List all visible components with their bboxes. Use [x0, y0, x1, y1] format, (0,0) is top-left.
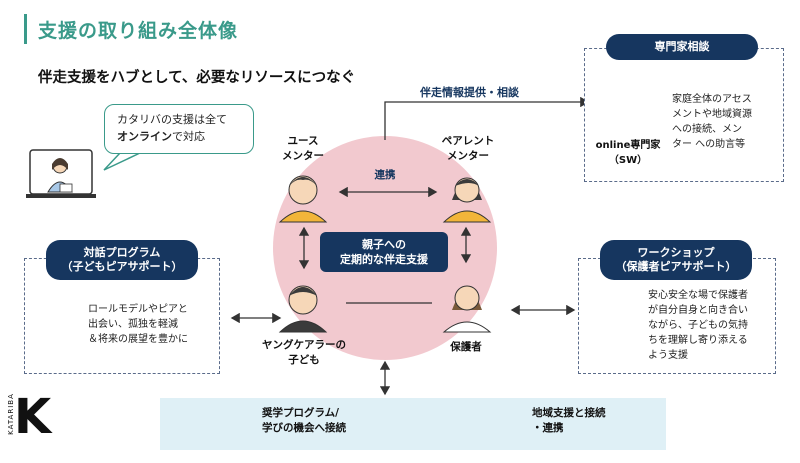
hub-label: 親子への 定期的な伴走支援	[320, 232, 448, 272]
kataribo-logo-letter: K	[14, 389, 52, 445]
regional-label: 地域支援と接続 ・連携	[532, 407, 606, 434]
page-subtitle: 伴走支援をハブとして、必要なリソースにつなぐ	[38, 70, 356, 86]
link-label: 連携	[374, 169, 396, 181]
youth-mentor-label: ユース メンター	[282, 135, 324, 162]
youth-mentor-icon	[278, 175, 328, 223]
expert-name: online専門家 （SW）	[595, 140, 661, 166]
top-arrow	[384, 96, 590, 140]
bubble-line2: で対応	[172, 130, 205, 143]
parent-mentor-label: ペアレント メンター	[441, 135, 495, 162]
workshop-desc: 安心安全な場で保護者 が自分自身と向き合い ながら、子どもの気持 ちを理解し寄り…	[648, 290, 748, 361]
top-arrow-label: 伴走情報提供・相談	[420, 86, 519, 99]
kataribo-logo-text: KATARIBA	[6, 393, 15, 435]
bottom-band	[160, 398, 666, 450]
dialogue-pill: 対話プログラム （子どもピアサポート）	[46, 240, 198, 280]
dialogue-desc: ロールモデルやピアと 出会い、孤独を軽減 ＆将来の展望を豊かに	[88, 304, 188, 345]
title-accent-bar	[24, 14, 27, 44]
online-bubble: カタリバの支援は全て オンラインで対応	[104, 104, 254, 154]
parent-mentor-icon	[442, 177, 492, 223]
workshop-pill: ワークショップ （保護者ピアサポート）	[600, 240, 752, 280]
bubble-tail	[103, 152, 141, 171]
scholarship-label: 奨学プログラム/ 学びの機会へ接続	[262, 407, 346, 434]
expert-box	[584, 48, 784, 182]
young-carer-icon	[278, 285, 328, 333]
bubble-highlight: オンライン	[117, 130, 172, 143]
young-carer-label: ヤングケアラーの 子ども	[262, 339, 346, 366]
bubble-line1: カタリバの支援は全て	[117, 113, 227, 126]
guardian-label: 保護者	[450, 341, 482, 353]
guardian-icon	[442, 285, 492, 333]
page-title: 支援の取り組み全体像	[38, 20, 239, 42]
expert-desc: 家庭全体のアセス メントや地域資源 への接続、メン ター への助言等	[672, 94, 752, 150]
expert-pill: 専門家相談	[606, 34, 758, 60]
laptop-person-icon	[26, 149, 96, 198]
